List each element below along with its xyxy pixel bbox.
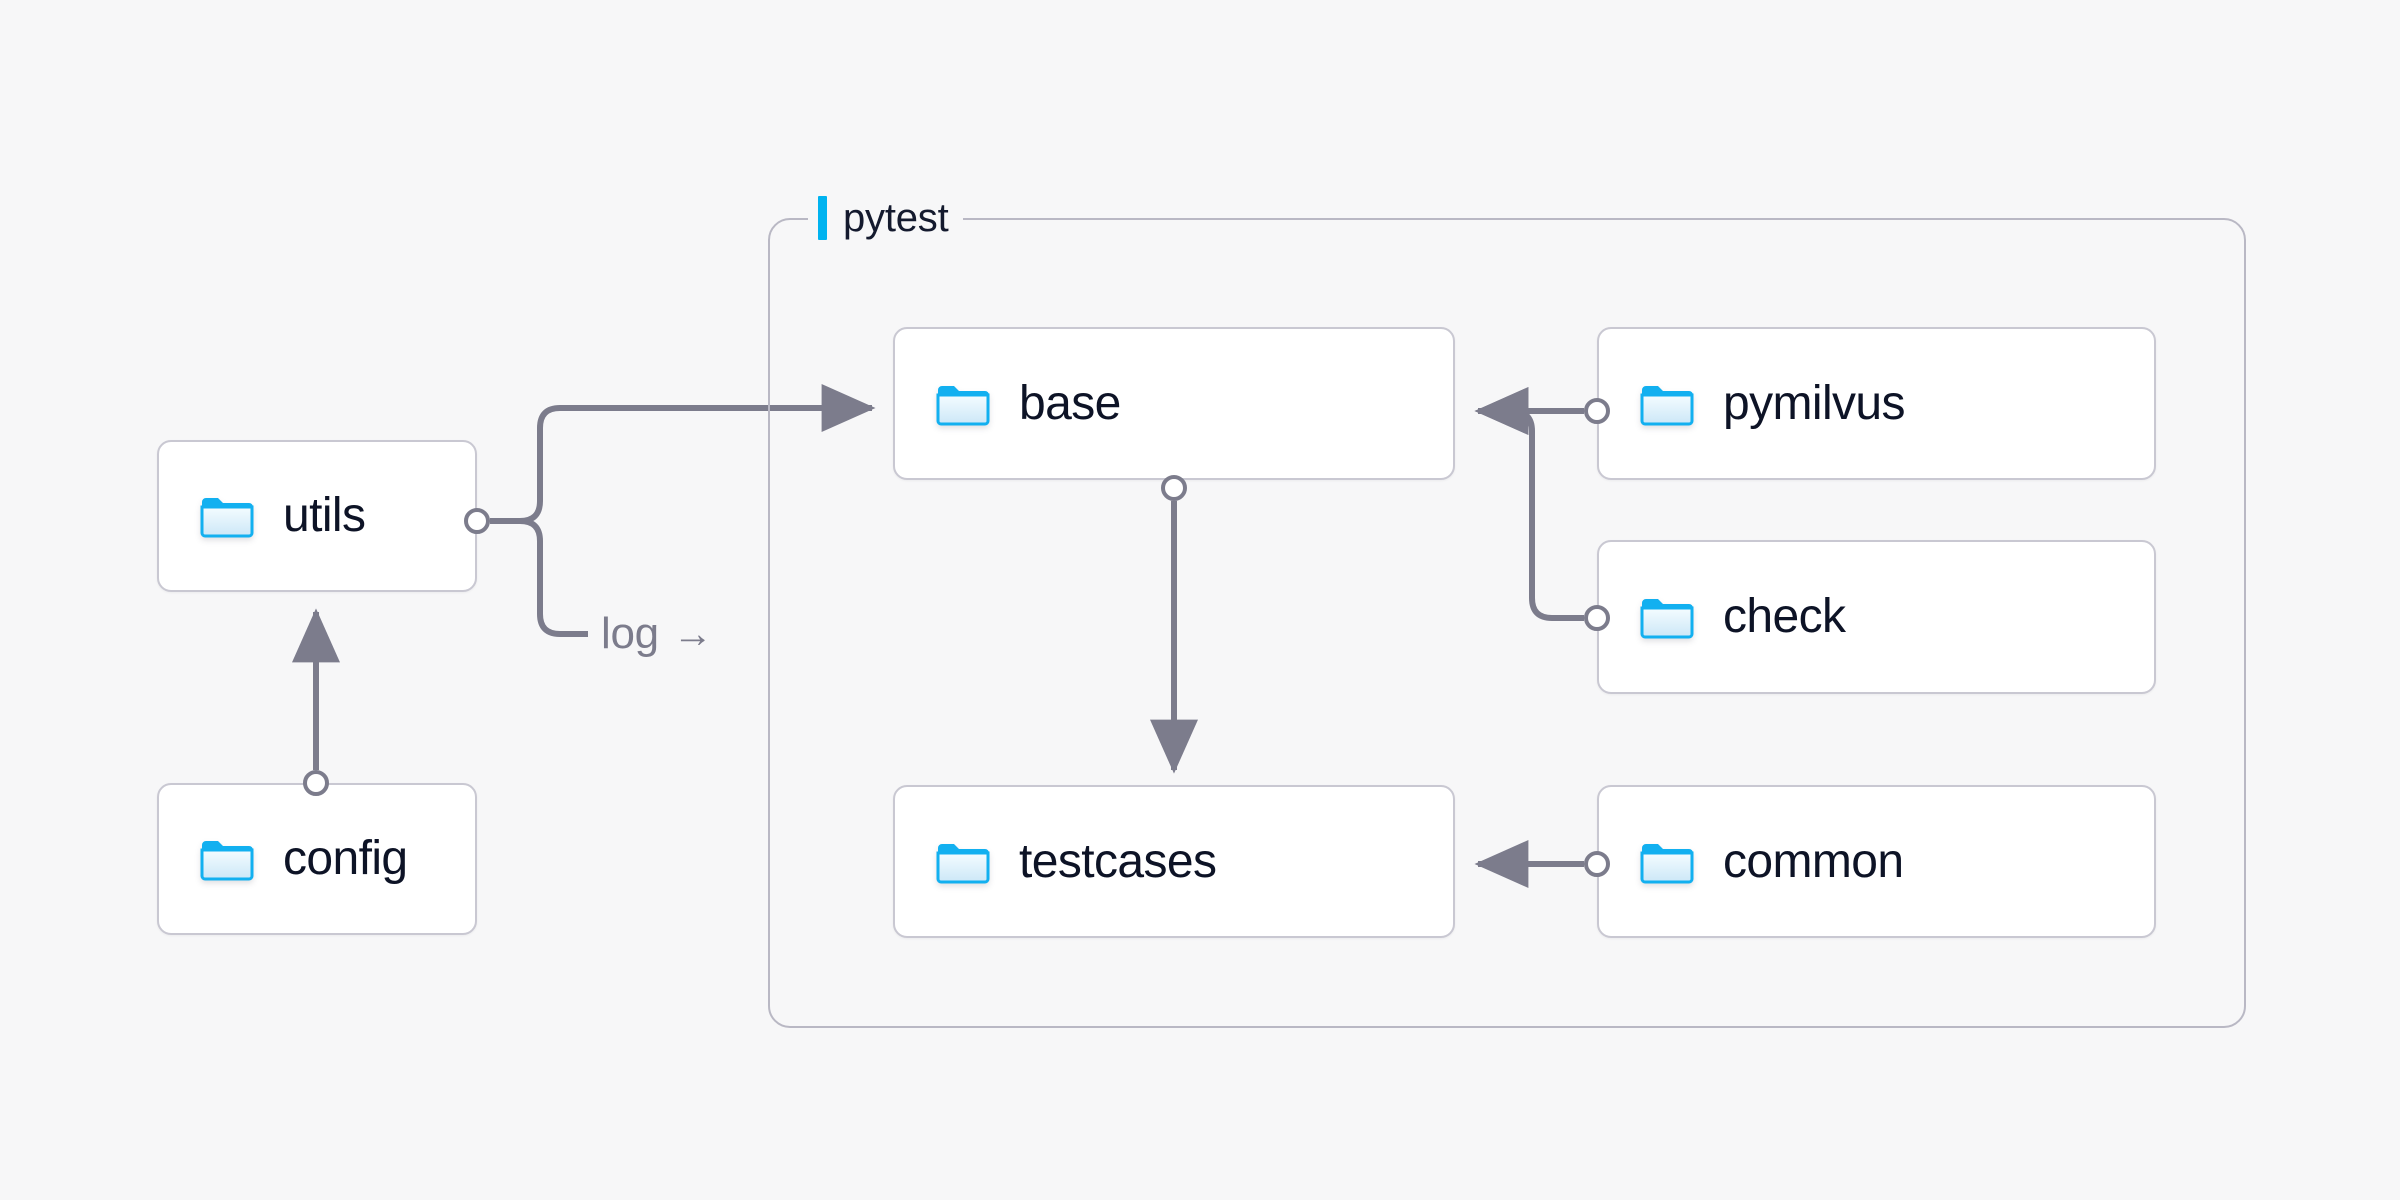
handle-pymilvus-left[interactable]: [1584, 398, 1610, 424]
node-utils-label: utils: [283, 489, 366, 542]
folder-icon: [200, 841, 254, 881]
accent-bar-icon: [818, 196, 827, 240]
node-testcases-label: testcases: [1019, 834, 1217, 888]
node-check-label: check: [1723, 590, 1846, 643]
node-base[interactable]: base: [893, 327, 1455, 480]
handle-check-left[interactable]: [1584, 605, 1610, 631]
node-pymilvus-label: pymilvus: [1723, 376, 1906, 430]
node-base-label: base: [1019, 376, 1121, 430]
handle-base-bottom[interactable]: [1161, 475, 1187, 501]
folder-icon: [936, 385, 990, 425]
handle-common-left[interactable]: [1584, 851, 1610, 877]
node-common-label: common: [1723, 834, 1904, 888]
edge-label-text-utils-to-log: log: [601, 609, 659, 658]
node-config[interactable]: config: [157, 783, 477, 935]
folder-icon: [200, 498, 254, 538]
node-config-label: config: [283, 832, 408, 885]
node-utils[interactable]: utils: [157, 440, 477, 592]
folder-icon: [936, 843, 990, 883]
folder-icon: [1640, 843, 1694, 883]
handle-config-top[interactable]: [303, 770, 329, 796]
handle-utils-right[interactable]: [464, 508, 490, 534]
group-pytest-label-text: pytest: [843, 195, 949, 240]
group-pytest[interactable]: [768, 218, 2246, 1028]
group-pytest-label: pytest: [808, 192, 963, 244]
folder-icon: [1640, 385, 1694, 425]
node-pymilvus[interactable]: pymilvus: [1597, 327, 2156, 480]
node-common[interactable]: common: [1597, 785, 2156, 938]
arrow-right-icon: →: [672, 612, 713, 656]
folder-icon: [1640, 599, 1694, 639]
edge-utils-to-log[interactable]: [490, 518, 588, 637]
node-check[interactable]: check: [1597, 540, 2156, 694]
node-testcases[interactable]: testcases: [893, 785, 1455, 938]
edge-label-utils-to-log: log →: [601, 612, 713, 656]
